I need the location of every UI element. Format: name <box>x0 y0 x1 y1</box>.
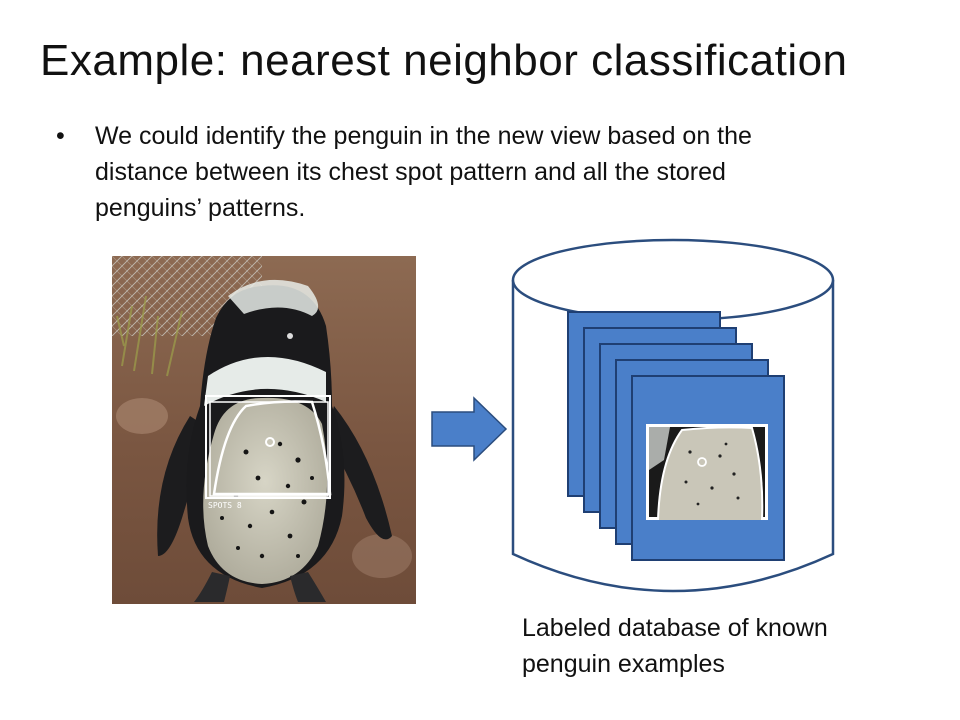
rock <box>116 398 168 434</box>
bullet-line-1: We could identify the penguin in the new… <box>95 122 752 150</box>
detection-box-outer <box>205 395 331 499</box>
chest-outline <box>212 400 332 496</box>
penguin-right-flipper <box>326 406 392 540</box>
penguin-head-mottle <box>228 279 319 316</box>
bullet-list: • We could identify the penguin in the n… <box>56 118 916 226</box>
right-arrow <box>431 396 508 462</box>
penguin-white-band <box>204 356 326 406</box>
bullet-item: • We could identify the penguin in the n… <box>56 118 916 226</box>
rock <box>352 534 412 578</box>
bullet-line-3: penguins’ patterns. <box>95 194 306 222</box>
slide-title: Example: nearest neighbor classification <box>40 36 848 85</box>
penguin-right-foot <box>290 572 326 602</box>
box-label: SPOTS 8 <box>208 501 242 510</box>
bullet-marker: • <box>56 122 65 150</box>
penguin-chest-thumbnail <box>646 424 768 521</box>
penguin-eye <box>287 333 293 339</box>
reference-spot-marker <box>265 437 275 447</box>
database-caption: Labeled database of known penguin exampl… <box>522 610 828 682</box>
grass <box>116 295 183 377</box>
penguin-chest <box>203 397 328 584</box>
database-diagram <box>431 238 835 593</box>
bullet-line-2: distance between its chest spot pattern … <box>95 158 726 186</box>
database-caption-line-1: Labeled database of known <box>522 614 828 642</box>
penguin-left-foot <box>194 572 230 602</box>
query-penguin-image: SPOTS 8 <box>112 256 416 604</box>
database-caption-line-2: penguin examples <box>522 650 725 678</box>
